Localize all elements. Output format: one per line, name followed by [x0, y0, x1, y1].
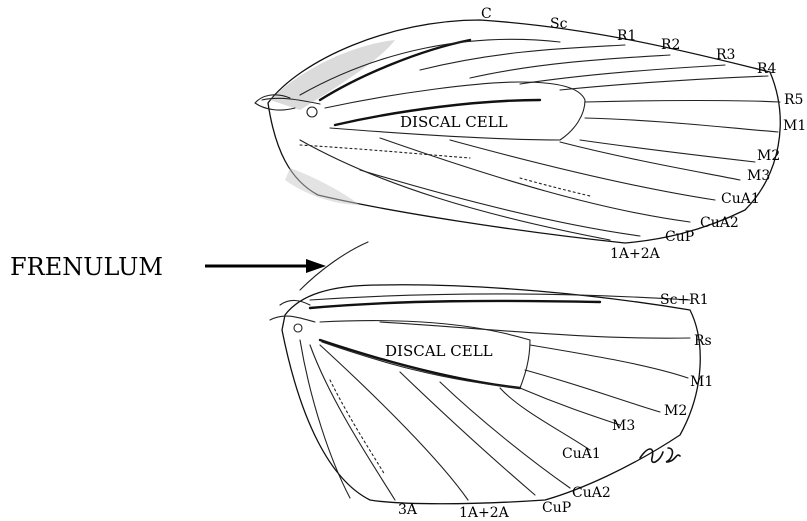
hindwing-outline — [282, 285, 700, 504]
vein-h1a2a — [320, 345, 468, 500]
forewing-stipple-area — [270, 40, 395, 110]
label-sc-r1: Sc+R1 — [660, 292, 709, 308]
label-h3a: 3A — [398, 502, 418, 518]
vein-hcua2 — [440, 382, 570, 488]
vein-hm3 — [520, 388, 620, 425]
label-hcup: CuP — [542, 500, 571, 516]
forewing-base-knob — [307, 107, 317, 117]
vein-m1 — [585, 118, 778, 132]
label-hm1: M1 — [690, 374, 713, 390]
vein-hcua1 — [500, 388, 590, 450]
forewing-dotted-vein — [300, 145, 470, 158]
label-cup: CuP — [665, 229, 694, 245]
forewing-discal-cell-label: DISCAL CELL — [400, 113, 508, 131]
label-c: C — [481, 6, 492, 22]
frenulum-label: FRENULUM — [10, 253, 163, 281]
vein-sc-r1 — [310, 294, 690, 300]
label-r2: R2 — [661, 37, 680, 53]
hindwing: Sc+R1 Rs M1 M2 M3 CuA1 CuA2 CuP 1A+2A 3A… — [270, 285, 713, 521]
frenulum-callout: FRENULUM — [10, 242, 368, 290]
vein-rs — [380, 322, 690, 338]
vein-r2 — [470, 55, 670, 78]
vein-h3a — [310, 345, 395, 500]
vein-r3 — [520, 65, 725, 84]
label-hcua1: CuA1 — [562, 446, 601, 462]
forewing: C Sc R1 R2 R3 R4 R5 M1 M2 M3 CuA1 CuA2 C… — [255, 6, 806, 262]
vein-hm1 — [530, 345, 688, 378]
label-rs: Rs — [694, 333, 712, 349]
vein-cup — [360, 170, 640, 236]
vein-r1 — [420, 45, 625, 70]
hindwing-base-knob — [294, 324, 302, 332]
hindwing-base — [270, 300, 315, 322]
label-r1: R1 — [617, 28, 636, 44]
label-m3: M3 — [747, 168, 770, 184]
label-sc: Sc — [550, 16, 568, 32]
forewing-discal-cell — [325, 82, 585, 140]
hindwing-thick-vein — [310, 301, 600, 308]
label-r5: R5 — [784, 92, 803, 108]
hindwing-dotted-vein — [330, 380, 385, 475]
label-cua1: CuA1 — [721, 191, 760, 207]
vein-r5 — [585, 101, 780, 103]
frenulum-arrowhead — [306, 259, 326, 273]
vein-cua1 — [450, 140, 715, 200]
label-r3: R3 — [716, 47, 735, 63]
vein-cua2 — [380, 138, 690, 222]
label-hm3: M3 — [612, 418, 635, 434]
label-1a2a: 1A+2A — [610, 246, 661, 262]
label-m2: M2 — [757, 148, 780, 164]
label-r4: R4 — [757, 61, 777, 77]
vein-hcup — [400, 372, 535, 495]
label-m1: M1 — [783, 118, 806, 134]
vein-r4 — [560, 76, 768, 90]
label-cua2: CuA2 — [700, 215, 739, 231]
label-hcua2: CuA2 — [572, 485, 611, 501]
vein-m2 — [580, 140, 755, 162]
hindwing-discal-cell-label: DISCAL CELL — [385, 342, 493, 360]
label-hm2: M2 — [664, 403, 687, 419]
forewing-stipple-area-lower — [285, 168, 360, 205]
label-h1a2a: 1A+2A — [459, 505, 510, 521]
vein-hm2 — [525, 370, 660, 412]
